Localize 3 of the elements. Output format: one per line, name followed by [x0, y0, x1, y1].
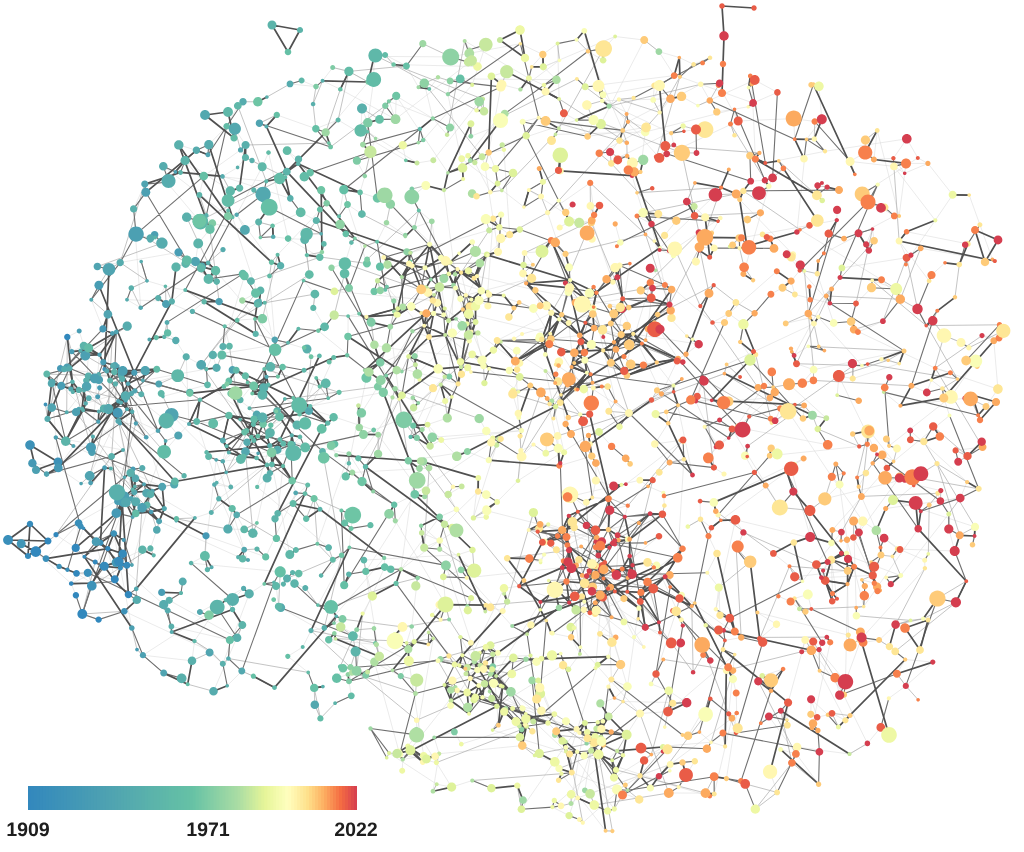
year-label: 1909 — [7, 822, 49, 837]
year-label: 1971 — [187, 822, 230, 837]
year-label: 2022 — [335, 822, 377, 837]
